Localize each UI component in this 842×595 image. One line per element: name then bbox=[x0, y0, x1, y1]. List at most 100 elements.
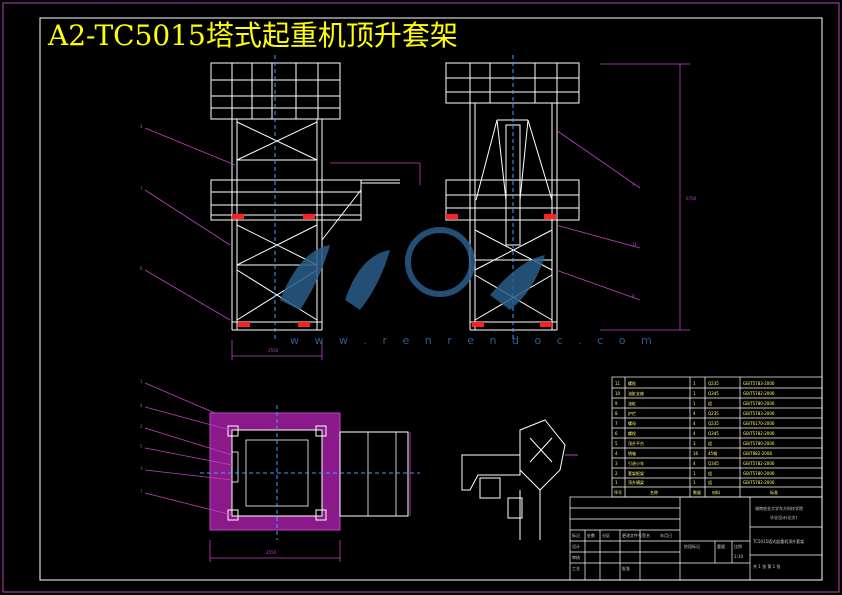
svg-text:Q345: Q345 bbox=[708, 461, 719, 466]
svg-text:螺母: 螺母 bbox=[628, 420, 636, 426]
svg-text:Q235: Q235 bbox=[708, 381, 719, 386]
svg-text:螺栓: 螺栓 bbox=[628, 380, 636, 386]
plan-view bbox=[200, 405, 420, 540]
svg-text:引进小车: 引进小车 bbox=[628, 460, 644, 466]
svg-text:4: 4 bbox=[615, 451, 618, 456]
drawing-name: TC5015塔式起重机顶升套架 bbox=[752, 538, 804, 544]
plan-dimensions bbox=[144, 382, 411, 562]
svg-text:组: 组 bbox=[708, 470, 712, 476]
svg-text:5: 5 bbox=[615, 441, 618, 446]
svg-text:10: 10 bbox=[615, 391, 621, 396]
svg-text:GB/T5782-2000: GB/T5782-2000 bbox=[743, 480, 775, 485]
svg-text:1: 1 bbox=[693, 401, 696, 406]
drawing-number: 毕业设计(论文) bbox=[770, 514, 798, 520]
svg-text:Q235: Q235 bbox=[708, 421, 719, 426]
svg-text:GB/T5780-2000: GB/T5780-2000 bbox=[743, 471, 775, 476]
svg-text:9: 9 bbox=[615, 401, 618, 406]
callout-side-3: 8 bbox=[632, 294, 635, 299]
svg-text:序号: 序号 bbox=[614, 489, 622, 495]
svg-text:阶段标记: 阶段标记 bbox=[684, 543, 700, 549]
svg-text:GB/T882-2008: GB/T882-2008 bbox=[743, 451, 772, 456]
side-dimensions bbox=[555, 63, 690, 331]
svg-text:数量: 数量 bbox=[693, 489, 701, 495]
svg-text:顶升平台: 顶升平台 bbox=[628, 440, 644, 446]
svg-text:油缸: 油缸 bbox=[628, 400, 636, 406]
height-dimension: 6700 bbox=[686, 196, 697, 201]
svg-text:处数: 处数 bbox=[587, 532, 595, 538]
callout-front-1: 4 bbox=[140, 124, 143, 129]
svg-text:标记: 标记 bbox=[572, 532, 580, 538]
svg-text:45钢: 45钢 bbox=[708, 450, 717, 456]
school-name: 湖南农业大学东方科技学院 bbox=[755, 505, 803, 511]
svg-text:3: 3 bbox=[615, 461, 618, 466]
svg-text:分区: 分区 bbox=[602, 532, 610, 538]
side-red-pads bbox=[446, 214, 556, 327]
svg-text:套架框架: 套架框架 bbox=[628, 470, 644, 476]
callout-side-2: 11 bbox=[632, 242, 638, 247]
callout-plan-6: 7 bbox=[140, 489, 143, 494]
front-width-dimension: 3550 bbox=[268, 348, 279, 353]
svg-text:GB/T5782-2000: GB/T5782-2000 bbox=[743, 461, 775, 466]
svg-text:年月日: 年月日 bbox=[660, 532, 672, 538]
svg-text:7: 7 bbox=[615, 421, 618, 426]
front-red-pads bbox=[232, 214, 315, 327]
sheet-info: 共 1 张 第 1 张 bbox=[753, 563, 780, 569]
svg-text:GB/T5782-2000: GB/T5782-2000 bbox=[743, 431, 775, 436]
svg-text:GB/T5782-2000: GB/T5782-2000 bbox=[743, 391, 775, 396]
svg-text:Q345: Q345 bbox=[708, 431, 719, 436]
svg-text:签名: 签名 bbox=[642, 532, 650, 538]
svg-text:GB/T5780-2000: GB/T5780-2000 bbox=[743, 441, 775, 446]
svg-text:工艺: 工艺 bbox=[572, 566, 580, 571]
side-elevation-view bbox=[445, 55, 580, 340]
svg-text:GB/T6170-2000: GB/T6170-2000 bbox=[743, 421, 775, 426]
callout-front-2: 7 bbox=[140, 186, 143, 191]
svg-text:GB/T5780-2000: GB/T5780-2000 bbox=[743, 401, 775, 406]
svg-text:4: 4 bbox=[693, 431, 696, 436]
svg-text:Q345: Q345 bbox=[708, 391, 719, 396]
svg-text:审核: 审核 bbox=[572, 554, 580, 560]
callout-plan-5: 3 bbox=[140, 466, 143, 471]
svg-text:1: 1 bbox=[693, 471, 696, 476]
svg-text:标准: 标准 bbox=[770, 489, 778, 495]
svg-text:1: 1 bbox=[693, 381, 696, 386]
svg-text:材料: 材料 bbox=[712, 489, 720, 495]
title-block bbox=[569, 496, 823, 581]
watermark-logo bbox=[280, 227, 545, 310]
svg-text:更改文件号: 更改文件号 bbox=[622, 532, 642, 538]
svg-text:顶升横梁: 顶升横梁 bbox=[628, 479, 644, 485]
callout-plan-2: 4 bbox=[140, 403, 143, 408]
svg-text:4: 4 bbox=[693, 421, 696, 426]
svg-text:组: 组 bbox=[708, 400, 712, 406]
callout-plan-3: 2 bbox=[140, 424, 143, 429]
svg-text:2: 2 bbox=[615, 471, 618, 476]
svg-text:批准: 批准 bbox=[622, 565, 630, 571]
scale-value: 1:10 bbox=[734, 554, 743, 559]
svg-text:比例: 比例 bbox=[734, 543, 742, 549]
parts-table-text: 11 螺栓 1 Q235 GB/T5783-2000 10 油缸支座 1 Q34… bbox=[614, 380, 778, 495]
callout-side-1: 3 bbox=[632, 182, 635, 187]
svg-text:组: 组 bbox=[708, 440, 712, 446]
svg-text:油缸支座: 油缸支座 bbox=[628, 390, 644, 396]
inner-border bbox=[39, 17, 823, 581]
svg-text:销轴: 销轴 bbox=[628, 450, 636, 456]
svg-text:GB/T5783-2000: GB/T5783-2000 bbox=[743, 411, 775, 416]
plan-width-dimension: 3550 bbox=[266, 550, 277, 555]
front-dimensions bbox=[231, 162, 421, 360]
svg-text:16: 16 bbox=[693, 451, 699, 456]
svg-text:4: 4 bbox=[693, 461, 696, 466]
drawing-title: A2-TC5015塔式起重机顶升套架 bbox=[48, 19, 458, 52]
svg-text:1: 1 bbox=[693, 480, 696, 485]
svg-text:护栏: 护栏 bbox=[628, 410, 636, 416]
svg-text:组: 组 bbox=[708, 479, 712, 485]
title-block-text: 湖南农业大学东方科技学院 毕业设计(论文) TC5015塔式起重机顶升套架 共 … bbox=[572, 505, 804, 571]
svg-text:Q235: Q235 bbox=[708, 411, 719, 416]
svg-text:8: 8 bbox=[615, 411, 618, 416]
svg-text:1: 1 bbox=[615, 480, 618, 485]
svg-text:11: 11 bbox=[615, 381, 621, 386]
watermark-url: w w w . r e n r e n d o c . c o m bbox=[290, 334, 658, 347]
svg-text:4: 4 bbox=[693, 411, 696, 416]
detail-view bbox=[461, 419, 578, 540]
callout-front-3: 6 bbox=[140, 266, 143, 271]
